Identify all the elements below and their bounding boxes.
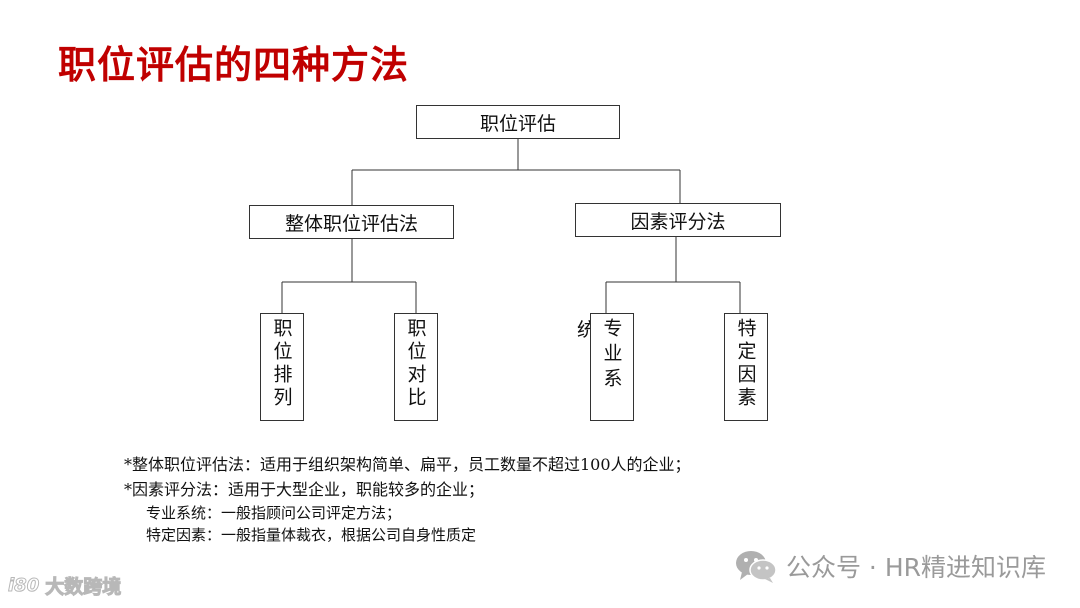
- note-factor: *因素评分法：适用于大型企业，职能较多的企业；: [124, 480, 485, 499]
- leaf-node-ranking: 职位排列: [260, 313, 304, 421]
- note-holistic: *整体职位评估法：适用于组织架构简单、扁平，员工数量不超过100人的企业；: [124, 455, 691, 474]
- brand-logo: i80 大数跨境: [7, 572, 122, 599]
- leaf-node-ranking-label: 职位排列: [270, 318, 293, 410]
- branch-node-holistic: 整体职位评估法: [249, 205, 454, 239]
- note-specific-factors: 特定因素：一般指量体裁衣，根据公司自身性质定: [146, 526, 477, 544]
- branch-node-factor: 因素评分法: [575, 203, 781, 237]
- wechat-icon: [734, 548, 778, 584]
- page-title: 职位评估的四种方法: [58, 43, 410, 87]
- wechat-watermark: 公众号 · HR精进知识库: [734, 548, 1046, 584]
- leaf-node-comparison: 职位对比: [394, 313, 438, 421]
- root-node-label: 职位评估: [479, 112, 556, 135]
- leaf-node-specific-factors-label: 特定因素: [734, 318, 757, 410]
- note-professional-system: 专业系统：一般指顾问公司评定方法；: [146, 504, 402, 522]
- leaf-node-professional-system: 专业系: [590, 313, 634, 421]
- leaf-node-professional-system-label: 专业系: [600, 318, 623, 393]
- branch-node-factor-label: 因素评分法: [630, 210, 726, 233]
- leaf-node-comparison-label: 职位对比: [404, 318, 427, 410]
- root-node: 职位评估: [416, 105, 620, 139]
- leaf-node-specific-factors: 特定因素: [724, 313, 768, 421]
- wechat-watermark-text: 公众号 · HR精进知识库: [785, 553, 1046, 582]
- notes-block: *整体职位评估法：适用于组织架构简单、扁平，员工数量不超过100人的企业； *因…: [124, 452, 691, 546]
- branch-node-holistic-label: 整体职位评估法: [284, 212, 418, 235]
- brand-logo-mark: i80: [7, 575, 40, 597]
- brand-logo-text: 大数跨境: [45, 576, 122, 599]
